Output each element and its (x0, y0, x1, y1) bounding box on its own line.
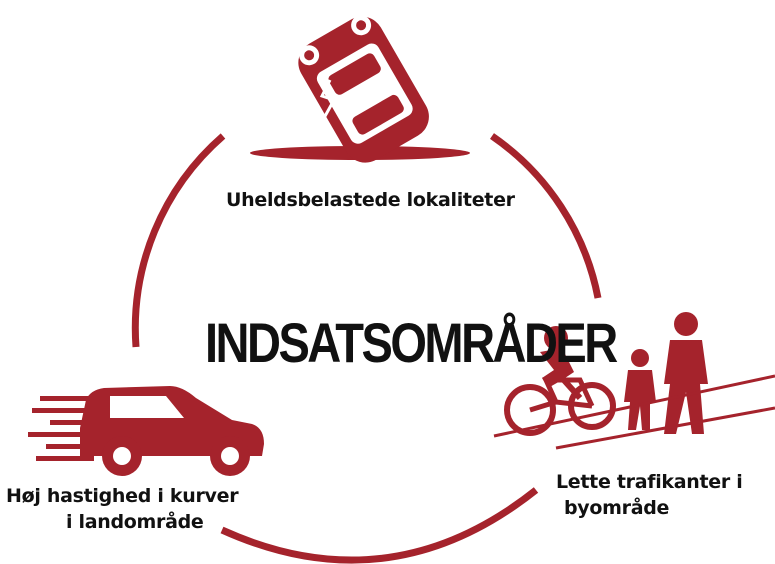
overturned-car-icon (250, 15, 470, 163)
ground-lines (493, 374, 775, 450)
cycle-ring (131, 133, 602, 564)
cyclist-icon (504, 326, 616, 436)
label-speed-line2: i landområde (66, 511, 204, 533)
label-speed-line1: Høj hastighed i kurver (6, 485, 239, 507)
ring-arc-bottom (220, 487, 539, 564)
speeding-car-icon (28, 386, 264, 476)
label-vulnerable-line1: Lette trafikanter i (556, 471, 743, 493)
label-vulnerable-line2: byområde (564, 497, 670, 519)
pedestrians-icon (624, 312, 708, 434)
ring-arc-upper-left (131, 133, 226, 348)
ring-arc-upper-right (490, 133, 602, 299)
label-accident-locations: Uheldsbelastede lokaliteter (226, 189, 515, 211)
diagram-title: INDSATSOMRÅDER (205, 311, 618, 374)
